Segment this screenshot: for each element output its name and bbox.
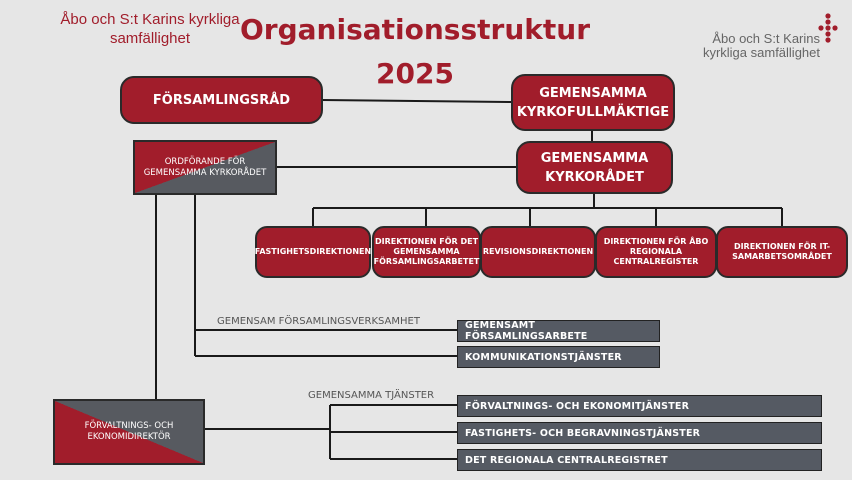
bar-kommunikationstjanster: KOMMUNIKATIONSTJÄNSTER [457,346,660,368]
box-direktor: FÖRVALTNINGS- OCH EKONOMIDIREKTÖR [53,399,205,465]
bar-centralregistret: DET REGIONALA CENTRALREGISTRET [457,449,822,471]
box-revisionsdirektionen: REVISIONSDIREKTIONEN [480,226,596,278]
box-forsamlingsrad: FÖRSAMLINGSRÅD [120,76,323,124]
title-line-1: Organisationsstruktur [240,13,590,46]
logo-text: Åbo och S:t Karins kyrkliga samfällighet [702,31,820,60]
box-direktion-centralregister: DIREKTIONEN FÖR ÅBO REGIONALA CENTRALREG… [595,226,717,278]
box-fastighetsdirektionen: FASTIGHETSDIREKTIONEN [255,226,371,278]
title-line-2: 2025 [376,57,454,90]
box-kyrkoradet: GEMENSAMMA KYRKORÅDET [516,141,673,194]
group-label-forsamlingsverksamhet: GEMENSAM FÖRSAMLINGSVERKSAMHET [217,316,420,327]
box-direktion-it: DIREKTIONEN FÖR IT-SAMARBETSOMRÅDET [716,226,848,278]
bar-ekonomitjanster: FÖRVALTNINGS- OCH EKONOMITJÄNSTER [457,395,822,417]
box-ordforande: ORDFÖRANDE FÖR GEMENSAMMA KYRKORÅDET [133,140,277,195]
box-direktion-forsamlingsarbete: DIREKTIONEN FÖR DET GEMENSAMMA FÖRSAMLIN… [372,226,481,278]
organization-name: Åbo och S:t Karins kyrkliga samfällighet [60,11,240,47]
bar-begravningstjanster: FASTIGHETS- OCH BEGRAVNINGSTJÄNSTER [457,422,822,444]
cross-logo-icon [818,13,838,43]
bar-forsamlingsarbete: GEMENSAMT FÖRSAMLINGSARBETE [457,320,660,342]
box-kyrkofullmaktige: GEMENSAMMA KYRKOFULLMÄKTIGE [511,74,675,131]
page-title: Organisationsstruktur 2025 [240,8,590,96]
group-label-tjanster: GEMENSAMMA TJÄNSTER [308,390,435,401]
